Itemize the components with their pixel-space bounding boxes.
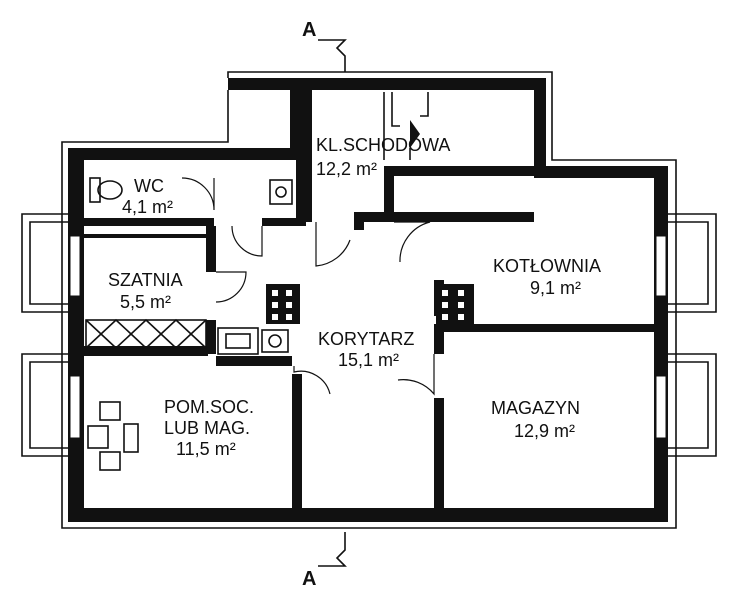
vent-shaft-right xyxy=(436,284,474,326)
section-label-bottom: A xyxy=(302,568,316,590)
room-social: POM.SOC. LUB MAG. 11,5 m² xyxy=(164,397,254,459)
room-name-wc: WC xyxy=(134,176,164,196)
room-name-social: POM.SOC. xyxy=(164,397,254,417)
room-area-stairs: 12,2 m² xyxy=(316,159,377,179)
room-corridor: KORYTARZ 15,1 m² xyxy=(318,329,414,370)
interior-walls xyxy=(84,88,654,508)
vent-shaft-left xyxy=(266,284,300,324)
room-name-storage: MAGAZYN xyxy=(491,398,580,418)
section-label-top: A xyxy=(302,19,316,41)
room-area-social: 11,5 m² xyxy=(176,439,236,459)
wardrobe xyxy=(85,318,207,350)
section-marker-top: A xyxy=(302,19,347,72)
room-area-boiler: 9,1 m² xyxy=(530,278,581,298)
room-name-boiler: KOTŁOWNIA xyxy=(493,256,601,276)
room-stairs: KL.SCHODOWA 12,2 m² xyxy=(316,135,450,179)
section-marker-bottom: A xyxy=(302,532,347,590)
room-name-social-line2: LUB MAG. xyxy=(164,418,250,438)
room-area-wc: 4,1 m² xyxy=(122,197,173,217)
staircase xyxy=(383,92,429,160)
sink-fixtures xyxy=(217,327,289,355)
room-storage: MAGAZYN 12,9 m² xyxy=(491,398,580,441)
furniture-table-chairs xyxy=(87,401,139,471)
doors xyxy=(181,177,435,396)
room-wc: WC 4,1 m² xyxy=(122,176,173,217)
windows xyxy=(21,213,717,457)
room-name-cloakroom: SZATNIA xyxy=(108,270,183,290)
room-area-corridor: 15,1 m² xyxy=(338,350,399,370)
room-area-storage: 12,9 m² xyxy=(514,421,575,441)
room-name-corridor: KORYTARZ xyxy=(318,329,414,349)
room-boiler: KOTŁOWNIA 9,1 m² xyxy=(493,256,601,298)
room-cloakroom: SZATNIA 5,5 m² xyxy=(108,270,183,312)
room-name-stairs: KL.SCHODOWA xyxy=(316,135,450,155)
room-area-cloakroom: 5,5 m² xyxy=(120,292,171,312)
wc-fixtures xyxy=(89,177,293,205)
